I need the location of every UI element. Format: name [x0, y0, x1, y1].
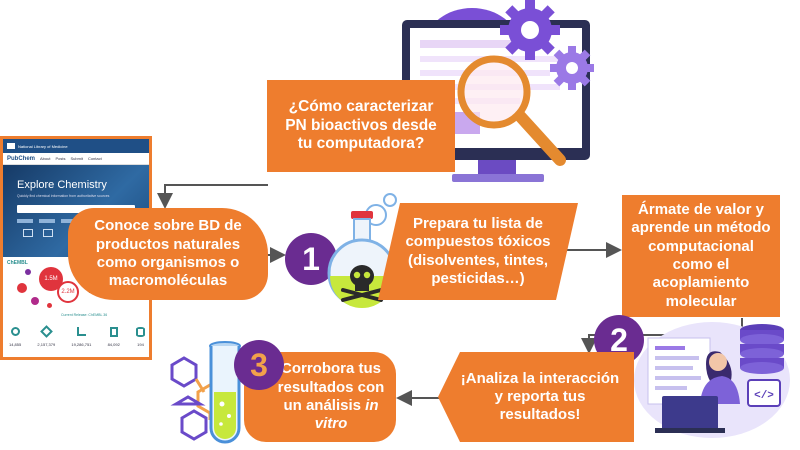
pubchem-nav: PubChem About Posts Submit Contact [3, 153, 149, 165]
step-corrobora-italic: in vitro [314, 397, 379, 433]
step-corrobora-text: Corrobora tus resultados con un análisis… [274, 360, 388, 433]
monitor-neck [478, 160, 516, 174]
question-text: ¿Cómo caracterizar PN bioactivos desde t… [285, 97, 437, 153]
step-corrobora-main: Corrobora tus resultados con un análisis [277, 360, 385, 414]
pubchem-tool-icon[interactable] [23, 229, 33, 237]
pubchem-nav-about[interactable]: About [40, 156, 51, 161]
step-conoce-box: Conoce sobre BD de productos naturales c… [68, 208, 268, 300]
pubchem-nav-contact[interactable]: Contact [87, 156, 102, 161]
chembl-bubble-mid: 2.2M [57, 281, 79, 303]
arrow-shape [438, 352, 634, 442]
pubchem-top-bar-label: National Library of Medicine [18, 143, 68, 149]
step-prepara-box: Prepara tu lista de compuestos tóxicos (… [378, 203, 578, 300]
stat-count: 194 [137, 342, 144, 347]
skull-icon [341, 265, 383, 302]
chembl-release: Current Release: ChEMBL 36 [61, 313, 108, 317]
step-armate-box: Ármate de valor y aprende un método comp… [622, 195, 780, 317]
pubchem-search-option[interactable] [39, 219, 55, 223]
step-armate-text: Ármate de valor y aprende un método comp… [631, 201, 771, 310]
gear-icon [500, 0, 560, 60]
database-small-icon [135, 327, 145, 337]
step-analiza-box: ¡Analiza la interacción y reporta tus re… [438, 352, 634, 442]
pubchem-nav-submit[interactable]: Submit [70, 156, 83, 161]
step-number-three-label: 3 [250, 346, 268, 383]
pubchem-tool-icon[interactable] [43, 229, 53, 237]
magnifier-icon [457, 55, 566, 166]
code-icon: </> [747, 379, 781, 407]
pubchem-nav-posts[interactable]: Posts [55, 156, 66, 161]
chembl-stats-row: 14,855 2,157,379 19,286,751 84,092 194 [9, 325, 145, 347]
database-icon [740, 324, 784, 374]
step-prepara-text: Prepara tu lista de compuestos tóxicos (… [405, 214, 551, 287]
pubchem-top-bar: National Library of Medicine [3, 139, 149, 153]
chembl-logo[interactable]: ChEMBL [7, 260, 28, 266]
step-number-two-label: 2 [610, 321, 628, 358]
target-icon [10, 327, 20, 336]
step-conoce-text: Conoce sobre BD de productos naturales c… [94, 217, 242, 290]
chembl-bubble [25, 269, 31, 275]
pubchem-hero-subtitle: Quickly find chemical information from a… [17, 194, 110, 198]
chembl-bubble [47, 303, 52, 308]
arrow-question-to-conoce [157, 184, 268, 209]
chembl-bubble [17, 283, 27, 293]
activity-icon [76, 327, 86, 336]
stat-count: 84,092 [107, 342, 120, 347]
step-number-one-label: 1 [302, 240, 320, 277]
svg-text:</>: </> [754, 390, 774, 402]
step-number-three: 3 [234, 340, 284, 390]
document-icon [109, 327, 118, 337]
stat-count: 2,157,379 [37, 342, 56, 347]
chembl-bubble [31, 297, 39, 305]
question-box: ¿Cómo caracterizar PN bioactivos desde t… [267, 80, 455, 172]
pubchem-logo[interactable]: PubChem [7, 155, 36, 162]
pubchem-search-option[interactable] [61, 219, 77, 223]
pubchem-search-option[interactable] [17, 219, 33, 223]
pubchem-search-input[interactable] [17, 205, 135, 213]
parallelogram-shape [378, 203, 578, 300]
pubchem-hero-title: Explore Chemistry [17, 179, 107, 191]
step-analiza-text: ¡Analiza la interacción y reporta tus re… [460, 369, 620, 424]
stat-count: 14,855 [9, 342, 22, 347]
monitor-base [452, 174, 544, 182]
stat-count: 19,286,751 [71, 342, 92, 347]
